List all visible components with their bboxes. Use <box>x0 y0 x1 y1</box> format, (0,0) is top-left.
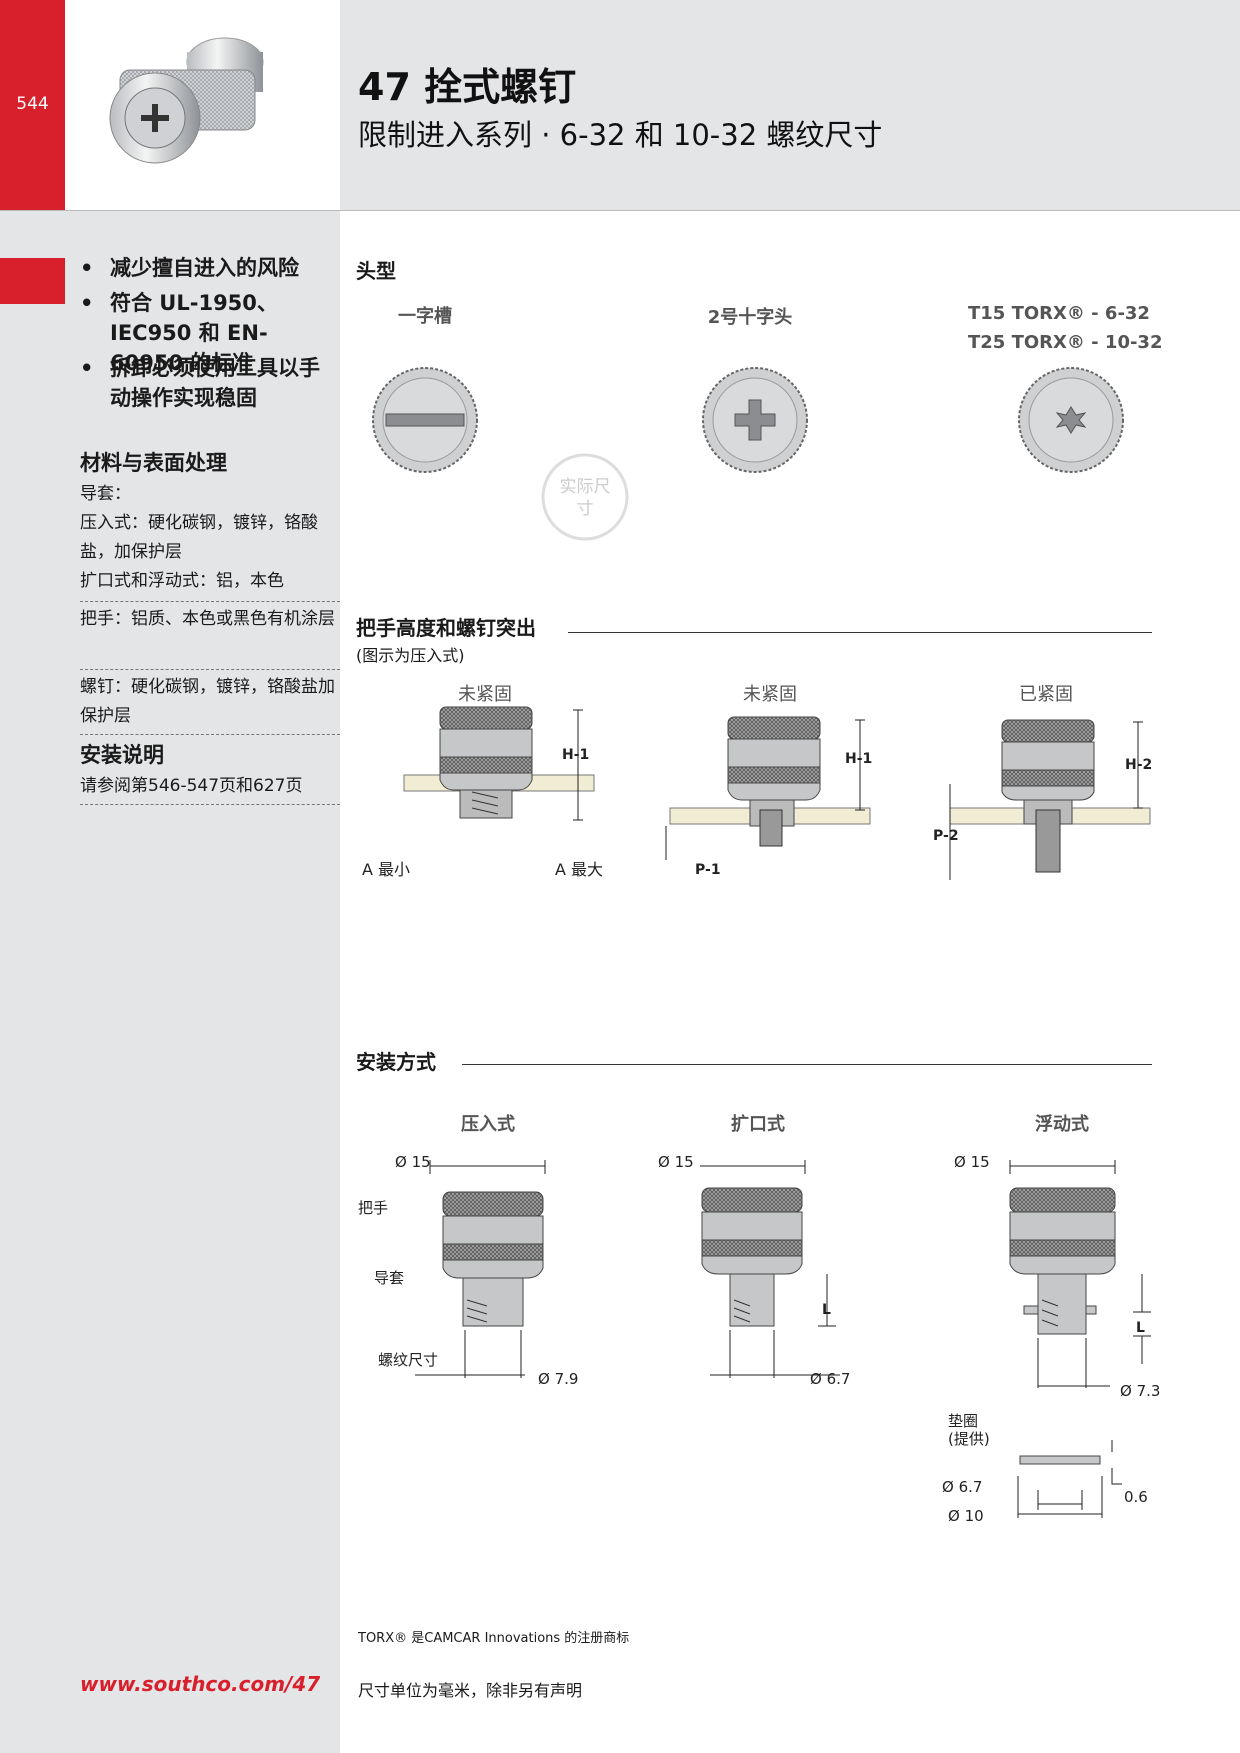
bullet-icon: • <box>80 291 94 315</box>
p1-label: P-1 <box>695 862 721 878</box>
guide-callout: 导套 <box>374 1269 405 1287</box>
trademark-note: TORX® 是CAMCAR Innovations 的注册商标 <box>358 1631 630 1646</box>
knob-diagram-fastened <box>949 719 1151 880</box>
knob-diagram-unfastened-b <box>665 716 871 860</box>
knob-height-note: (图示为压入式) <box>356 646 465 665</box>
a-min-label: A 最小 <box>362 860 411 879</box>
h1-label-a: H-1 <box>562 747 590 763</box>
torx-head-icon <box>1018 367 1124 473</box>
state-label-2: 未紧固 <box>743 684 797 705</box>
install-heading: 安装说明 <box>80 743 164 767</box>
flare-dia-6-7: Ø 6.7 <box>810 1370 851 1388</box>
floating-l-label: L <box>1136 1320 1145 1336</box>
materials-guide-press: 压入式：硬化碳钢，镀锌，铬酸盐，加保护层 <box>80 513 318 562</box>
floating-dia-15: Ø 15 <box>954 1153 990 1171</box>
state-label-1: 未紧固 <box>458 684 512 705</box>
materials-knob: 把手：铝质、本色或黑色有机涂层 <box>80 609 335 629</box>
section-rule <box>462 1064 1152 1065</box>
mounting-heading: 安装方式 <box>356 1050 436 1074</box>
divider <box>80 734 340 735</box>
floating-label: 浮动式 <box>1035 1114 1089 1135</box>
knob-callout: 把手 <box>358 1199 389 1217</box>
flare-dia-15: Ø 15 <box>658 1153 694 1171</box>
flare-l-label: L <box>822 1302 831 1318</box>
state-label-3: 已紧固 <box>1019 684 1073 705</box>
p2-label: P-2 <box>933 828 959 844</box>
knob-height-heading: 把手高度和螺钉突出 <box>356 616 536 640</box>
washer-callout: 垫圈 (提供) <box>948 1412 990 1448</box>
units-note: 尺寸单位为毫米，除非另有声明 <box>358 1681 583 1700</box>
page-title: 47 拴式螺钉 <box>358 65 577 109</box>
sidebar-marker <box>0 258 65 304</box>
feature-item: • 减少擅自进入的风险 <box>80 253 338 283</box>
page-subtitle: 限制进入系列 · 6-32 和 10-32 螺纹尺寸 <box>358 118 883 152</box>
website-link[interactable]: www.southco.com/47 <box>80 1672 321 1696</box>
h1-label-b: H-1 <box>845 751 873 767</box>
install-text: 请参阅第546-547页和627页 <box>80 776 303 796</box>
press-in-label: 压入式 <box>461 1114 515 1135</box>
washer-od: Ø 10 <box>948 1507 984 1525</box>
a-max-label: A 最大 <box>555 860 604 879</box>
materials-heading: 材料与表面处理 <box>80 451 227 475</box>
materials-guide-label: 导套： <box>80 484 131 504</box>
head-types-heading: 头型 <box>356 259 396 283</box>
thread-size-callout: 螺纹尺寸 <box>378 1351 439 1369</box>
h2-label: H-2 <box>1125 757 1153 773</box>
materials-guide-flare: 扩口式和浮动式：铝，本色 <box>80 571 284 591</box>
feature-item: • 符合 UL-1950、IEC950 和 EN-60950 的标准 <box>80 288 338 378</box>
washer-id: Ø 6.7 <box>942 1478 983 1496</box>
press-in-dia-7-9: Ø 7.9 <box>538 1370 579 1388</box>
washer-drawing <box>1017 1440 1122 1518</box>
divider <box>80 804 340 805</box>
feature-item: • 拆卸必须使用工具以手动操作实现稳固 <box>80 353 338 413</box>
head-slotted-label: 一字槽 <box>398 306 452 327</box>
head-torx-label-2: T25 TORX® - 10-32 <box>968 332 1163 353</box>
phillips-head-icon <box>702 367 808 473</box>
press-in-drawing <box>415 1160 546 1378</box>
materials-screw: 螺钉：硬化碳钢，镀锌，铬酸盐加保护层 <box>80 677 335 726</box>
flare-label: 扩口式 <box>731 1114 785 1135</box>
head-torx-label-1: T15 TORX® - 6-32 <box>968 303 1150 324</box>
slotted-head-icon <box>372 367 478 473</box>
washer-thickness: 0.6 <box>1124 1488 1148 1506</box>
actual-size-text: 实际尺寸 <box>559 477 611 519</box>
actual-size-stamp <box>541 453 629 541</box>
sidebar <box>0 211 340 1753</box>
bullet-icon: • <box>80 356 94 380</box>
page-number: 544 <box>16 94 49 114</box>
page-tab <box>0 0 65 210</box>
divider <box>80 601 340 602</box>
product-photo <box>65 0 340 210</box>
floating-dia-7-3: Ø 7.3 <box>1120 1382 1161 1400</box>
knob-diagram-unfastened-a <box>403 706 595 821</box>
head-phillips-label: 2号十字头 <box>707 307 793 328</box>
section-rule <box>568 632 1152 633</box>
floating-drawing <box>1009 1160 1151 1388</box>
press-in-dia-15: Ø 15 <box>395 1153 431 1171</box>
flare-drawing <box>700 1160 840 1378</box>
divider <box>80 669 340 670</box>
bullet-icon: • <box>80 256 94 280</box>
